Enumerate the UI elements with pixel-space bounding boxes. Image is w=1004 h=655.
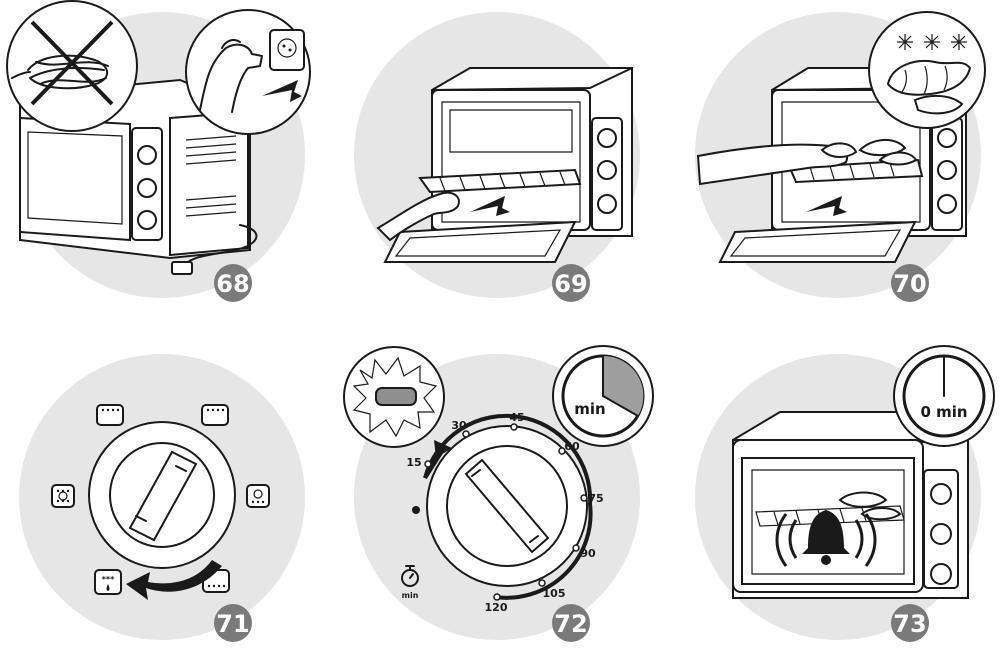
step-72-badge <box>552 604 590 642</box>
scale-label: 15 <box>406 456 421 469</box>
scale-label: 30 <box>451 419 467 432</box>
plug-into-socket-icon <box>185 9 311 135</box>
arrow-icon <box>470 196 510 216</box>
step-72-panel: 15 30 45 60 75 90 105 120 min min 72 <box>343 345 654 642</box>
scale-label: 75 <box>588 492 603 505</box>
timer-badge-text: 0 min <box>920 403 967 421</box>
timer-unit-label: min <box>402 591 419 600</box>
hand-icon <box>696 142 858 186</box>
scale-label: 120 <box>485 601 508 614</box>
svg-text:***: *** <box>102 575 115 584</box>
step-71-badge <box>214 604 252 642</box>
defrost-mode-icon: *** <box>94 569 122 595</box>
timer-knob-icon: 15 30 45 60 75 90 105 120 <box>406 411 603 614</box>
tangled-cord-crossed-icon <box>6 0 138 132</box>
heating-mode-icon <box>51 484 75 508</box>
heating-mode-icon <box>96 404 124 426</box>
step-73-badge <box>891 604 929 642</box>
step-69-panel: 69 <box>354 12 640 302</box>
stopwatch-icon: min <box>401 565 419 600</box>
oven-open-icon <box>383 67 633 263</box>
step-73-panel: 0 min 73 <box>695 345 995 642</box>
step-73-number: 73 <box>893 610 926 638</box>
display-light-icon <box>343 346 445 448</box>
scale-label: 60 <box>564 440 580 453</box>
scale-tick <box>572 544 580 552</box>
wire-rack-icon <box>418 168 582 194</box>
function-knob-icon <box>88 421 236 569</box>
step-68-panel: 68 <box>6 0 311 302</box>
step-69-badge <box>552 264 590 302</box>
scale-tick <box>580 494 588 502</box>
scale-tick <box>538 579 546 587</box>
step-70-panel: 70 <box>695 11 986 302</box>
step-68-badge <box>214 264 252 302</box>
croissant-icon <box>868 11 986 129</box>
frozen-icon <box>897 34 967 50</box>
step-70-number: 70 <box>893 270 926 298</box>
step-72-number: 72 <box>554 610 587 638</box>
scale-label: 45 <box>509 411 524 424</box>
scale-tick <box>493 593 501 601</box>
scale-label: 90 <box>580 547 596 560</box>
timer-scale: 15 30 45 60 75 90 105 120 <box>406 411 603 614</box>
bell-ringing-icon <box>775 510 877 567</box>
arrow-icon <box>806 196 847 216</box>
step-69-number: 69 <box>554 270 587 298</box>
arrow-icon <box>126 560 222 600</box>
step-70-badge <box>891 264 929 302</box>
scale-label: 105 <box>543 587 566 600</box>
stopwatch-icon: 0 min <box>893 345 995 447</box>
step-71-number: 71 <box>216 610 249 638</box>
scale-tick <box>510 423 518 431</box>
scale-tick <box>462 430 470 438</box>
stopwatch-icon: min <box>552 345 654 447</box>
step-71-panel: *** 71 <box>19 354 305 642</box>
timer-badge-text: min <box>574 400 605 418</box>
hand-icon <box>376 191 460 242</box>
heating-mode-icon <box>246 484 270 508</box>
heating-mode-icon <box>201 404 229 426</box>
step-68-number: 68 <box>216 270 249 298</box>
scale-tick <box>558 447 566 455</box>
scale-tick <box>424 460 432 468</box>
